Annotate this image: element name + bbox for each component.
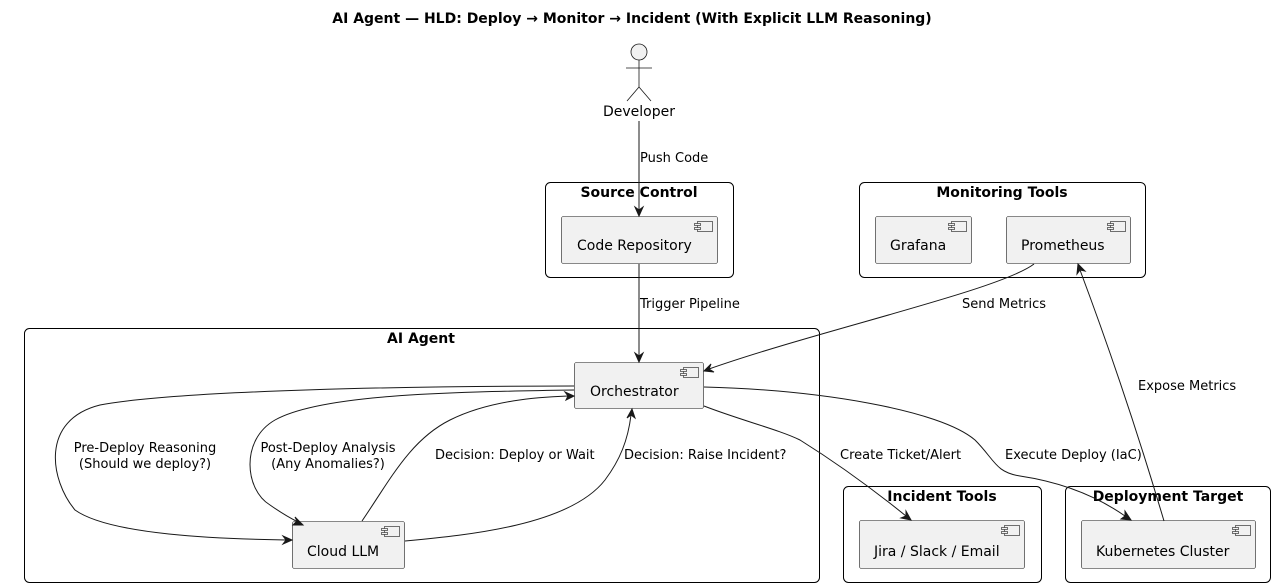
edge-label: Execute Deploy (IaC) (1005, 448, 1142, 463)
edge-post-deploy-analysis: Post-Deploy Analysis (Any Anomalies?) (249, 389, 575, 526)
component-label: Prometheus (1021, 238, 1105, 254)
component-label: Orchestrator (590, 384, 679, 400)
component-kubernetes-cluster: Kubernetes Cluster (1081, 520, 1256, 569)
component-grafana: Grafana (875, 216, 972, 264)
package-monitoring-tools: Monitoring Tools (859, 182, 1146, 278)
component-jira-slack-email: Jira / Slack / Email (859, 520, 1025, 569)
component-icon (680, 367, 699, 378)
edge-label: Decision: Raise Incident? (624, 448, 786, 463)
component-icon (1232, 525, 1251, 536)
edge-expose-metrics: Expose Metrics (1076, 262, 1236, 522)
edge-label: Pre-Deploy Reasoning (74, 441, 217, 456)
edge-push-code: Push Code (633, 121, 708, 218)
edge-label: Expose Metrics (1138, 379, 1236, 394)
component-label: Grafana (890, 238, 946, 254)
package-title: Deployment Target (1093, 489, 1244, 505)
component-icon (1001, 525, 1020, 536)
edge-label: Push Code (640, 151, 708, 166)
package-ai-agent: AI Agent (24, 328, 820, 583)
developer-label: Developer (603, 104, 675, 120)
edge-decision-raise-incident: Decision: Raise Incident? (404, 407, 786, 542)
developer-actor: Developer (603, 43, 675, 120)
component-label: Cloud LLM (307, 544, 379, 560)
edge-label: (Should we deploy?) (79, 457, 211, 472)
edge-execute-deploy: Execute Deploy (IaC) (703, 386, 1142, 521)
package-title: Incident Tools (887, 489, 996, 505)
component-label: Jira / Slack / Email (873, 544, 1000, 560)
component-icon (948, 221, 967, 232)
edge-label: Trigger Pipeline (639, 297, 740, 312)
edge-label: Create Ticket/Alert (840, 448, 961, 463)
edge-label: Post-Deploy Analysis (260, 441, 395, 456)
component-prometheus: Prometheus (1006, 216, 1131, 264)
component-code-repository: Code Repository (561, 216, 718, 264)
package-title: AI Agent (387, 331, 455, 347)
edge-send-metrics: Send Metrics (702, 263, 1046, 373)
edge-label: (Any Anomalies?) (271, 457, 385, 472)
edge-trigger-pipeline: Trigger Pipeline (633, 264, 740, 364)
edge-create-ticket-alert: Create Ticket/Alert (703, 405, 961, 521)
component-cloud-llm: Cloud LLM (292, 521, 405, 569)
edge-label: Decision: Deploy or Wait (435, 448, 595, 463)
component-icon (1107, 221, 1126, 232)
component-orchestrator: Orchestrator (574, 362, 704, 409)
diagram-title: AI Agent — HLD: Deploy → Monitor → Incid… (332, 11, 931, 27)
component-icon (694, 221, 713, 232)
actor-head-icon (630, 43, 648, 61)
component-label: Code Repository (577, 238, 692, 254)
edge-pre-deploy-reasoning: Pre-Deploy Reasoning (Should we deploy?) (54, 385, 575, 546)
package-incident-tools: Incident Tools (843, 486, 1042, 583)
component-label: Kubernetes Cluster (1096, 544, 1230, 560)
component-icon (381, 526, 400, 537)
package-title: Monitoring Tools (936, 185, 1067, 201)
edge-label: Send Metrics (962, 297, 1046, 312)
edge-decision-deploy-or-wait: Decision: Deploy or Wait (361, 390, 595, 522)
package-deployment-target: Deployment Target (1065, 486, 1271, 583)
